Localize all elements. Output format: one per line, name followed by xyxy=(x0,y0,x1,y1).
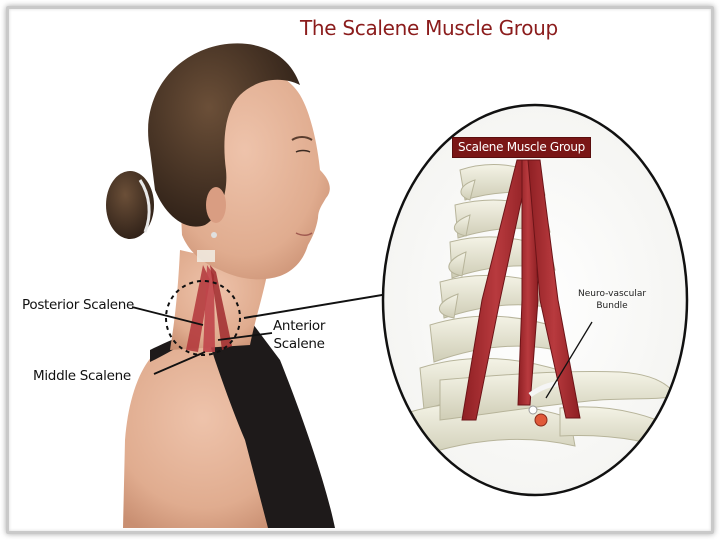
ear xyxy=(206,187,226,223)
inset-scalenes xyxy=(461,159,581,421)
inset-anterior-scalene xyxy=(527,159,581,419)
label-posterior-scalene: Posterior Scalene xyxy=(22,297,135,313)
hair xyxy=(148,43,300,227)
pointer-middle xyxy=(153,351,206,375)
label-anterior-scalene: Anterior Scalene xyxy=(273,317,325,353)
hair-bun xyxy=(106,171,154,239)
woman-figure xyxy=(106,43,335,528)
pointer-lines xyxy=(131,306,273,375)
pointer-posterior xyxy=(131,306,204,326)
neck-scalenes xyxy=(186,250,232,352)
neurovascular-label-line1: Neuro-vascular xyxy=(578,289,647,299)
neurovascular-bundle xyxy=(528,381,559,427)
page-title: The Scalene Muscle Group xyxy=(300,16,558,40)
inset-banner: Scalene Muscle Group xyxy=(452,137,591,158)
neck-highlight-circle xyxy=(165,280,241,356)
label-anterior-line1: Anterior xyxy=(273,318,326,334)
pointer-anterior xyxy=(217,332,273,341)
label-anterior-line2: Scalene xyxy=(273,336,325,352)
label-middle-scalene: Middle Scalene xyxy=(33,368,131,384)
shirt xyxy=(205,320,335,528)
neurovascular-label: Neuro-vascular Bundle xyxy=(578,288,646,312)
neurovascular-label-line2: Bundle xyxy=(596,301,628,311)
